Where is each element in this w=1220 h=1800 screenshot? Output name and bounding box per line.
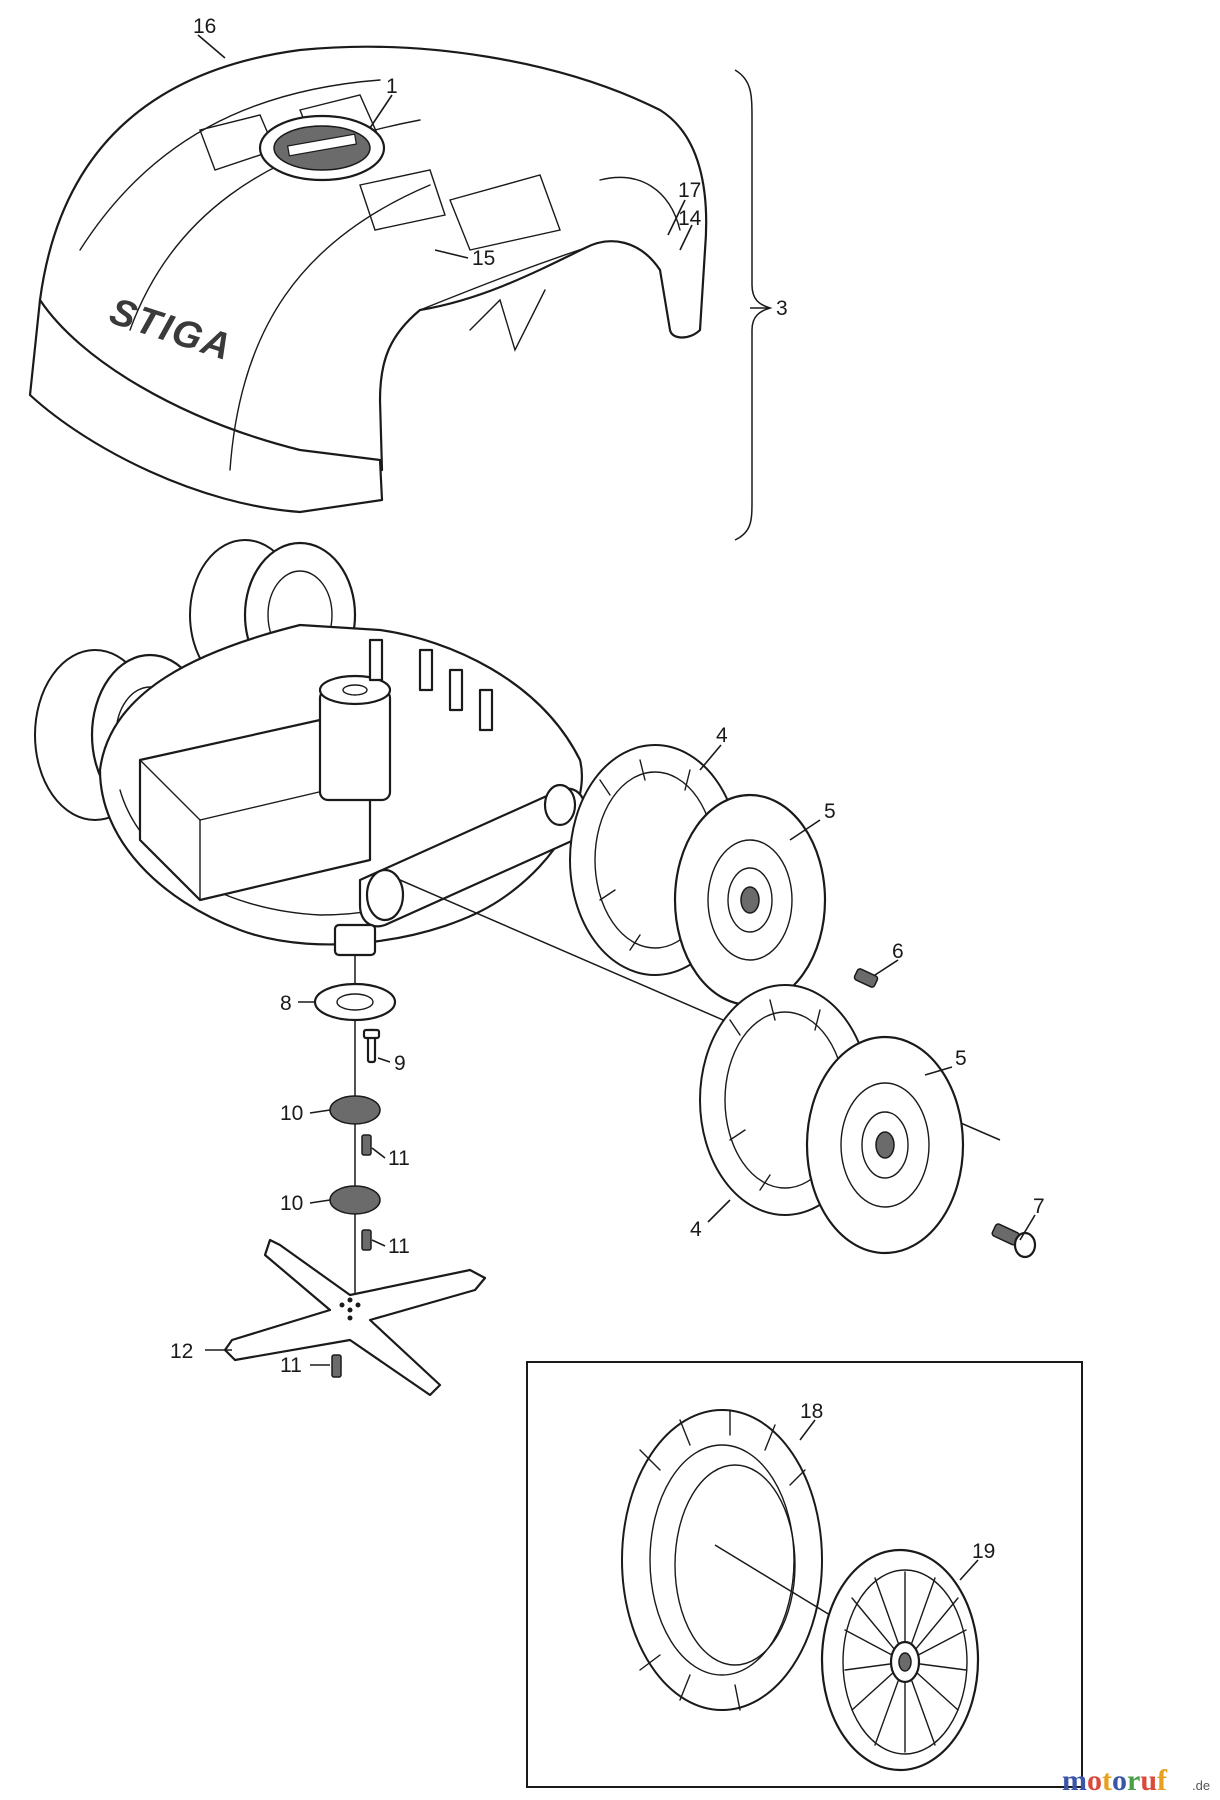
callout-4-lower: 4: [690, 1218, 702, 1241]
watermark-letter: u: [1140, 1764, 1157, 1797]
callout-4-upper: 4: [716, 724, 728, 747]
watermark-letter: f: [1157, 1764, 1168, 1797]
wheel-assembly-lower: [699, 984, 965, 1255]
callout-10-lower: 10: [280, 1192, 303, 1215]
callout-12: 12: [170, 1340, 193, 1363]
callout-18: 18: [800, 1400, 823, 1423]
watermark-letter: t: [1102, 1764, 1112, 1797]
callout-7: 7: [1033, 1195, 1045, 1218]
callout-10-upper: 10: [280, 1102, 303, 1125]
inset-frame: [526, 1361, 1083, 1788]
callout-1: 1: [386, 75, 398, 98]
screw-11-middle: [361, 1229, 372, 1251]
watermark-letter: o: [1112, 1764, 1127, 1797]
screw-11-lower: [331, 1354, 342, 1378]
bolt-7: [991, 1223, 1037, 1259]
screw-9: [362, 1028, 381, 1064]
callout-11-middle: 11: [388, 1235, 410, 1258]
callout-5-lower: 5: [955, 1047, 967, 1070]
watermark-logo: motoruf .de: [1062, 1764, 1210, 1797]
callout-14: 14: [678, 207, 702, 230]
callout-3: 3: [776, 297, 788, 320]
callout-15: 15: [472, 247, 495, 270]
disc-8: [313, 982, 397, 1022]
blade-12: [223, 1238, 487, 1397]
callout-6: 6: [892, 940, 904, 963]
callout-11-upper: 11: [388, 1147, 410, 1170]
callout-9: 9: [394, 1052, 406, 1075]
callout-16: 16: [193, 15, 216, 38]
chassis: [34, 539, 587, 957]
wheel-assembly-upper: [569, 744, 827, 1007]
tire-18: [621, 1409, 823, 1711]
callout-17: 17: [678, 179, 701, 202]
watermark-letter: o: [1087, 1764, 1102, 1797]
watermark-suffix: .de: [1192, 1778, 1210, 1793]
callout-8: 8: [280, 992, 292, 1015]
callout-19: 19: [972, 1540, 995, 1563]
watermark-letter: m: [1062, 1764, 1087, 1797]
plate-10-lower: [329, 1185, 381, 1215]
assembly-brace: [734, 69, 773, 541]
callout-5-upper: 5: [824, 800, 836, 823]
body-cover: STIGA: [28, 45, 708, 514]
plate-10-upper: [329, 1095, 381, 1125]
leader-lines: [197, 34, 1036, 1581]
svg-text:motoruf: motoruf: [1062, 1764, 1168, 1797]
hub-19: [820, 1548, 980, 1772]
watermark-letter: r: [1127, 1764, 1140, 1797]
screw-6: [853, 968, 879, 988]
screw-11-upper: [361, 1134, 372, 1156]
callout-11-lower: 11: [280, 1354, 302, 1377]
inset-axis: [714, 1544, 831, 1616]
